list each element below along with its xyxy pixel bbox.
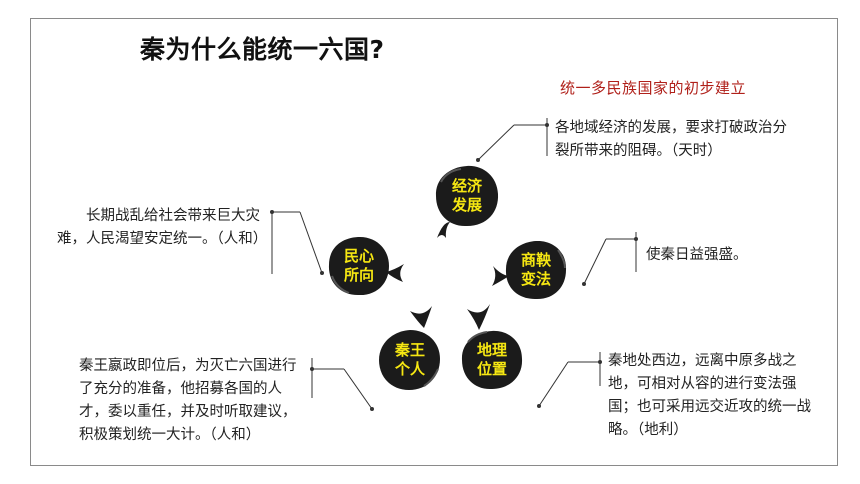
text-economy: 各地域经济的发展，要求打破政治分裂所带来的阻碍。（天时） <box>555 120 787 159</box>
ink-blob-icon <box>379 330 440 390</box>
subtitle: 统一多民族国家的初步建立 <box>560 79 747 97</box>
arrow-chevron-icon <box>467 304 490 330</box>
arrow-chevron-icon <box>410 306 432 328</box>
text-people: 长期战乱给社会带来巨大灾难，人民渴望安定统一。（人和） <box>57 208 268 247</box>
node-people: 民心 所向 <box>323 232 395 300</box>
ink-blob-icon <box>435 165 499 227</box>
text-geography: 秦地处西边，远离中原多战之地，可相对从容的进行变法强国；也可采用远交近攻的统一战… <box>608 353 811 438</box>
node-reform: 商鞅 变法 <box>500 236 572 304</box>
node-economy: 经济 发展 <box>431 162 503 230</box>
node-label-king: 秦王 个人 <box>394 341 425 378</box>
ink-blob-icon <box>505 240 567 300</box>
node-label-economy: 经济 发展 <box>451 177 482 214</box>
node-label-people: 民心 所向 <box>343 247 374 284</box>
arrow-chevron-icon <box>386 264 404 282</box>
text-reform: 使秦日益强盛。 <box>646 247 748 263</box>
node-king: 秦王 个人 <box>374 326 446 394</box>
page-title: 秦为什么能统一六国? <box>140 35 385 64</box>
node-label-geography: 地理 位置 <box>476 341 507 378</box>
arrow-chevron-icon <box>492 266 509 286</box>
arrow-chevron-icon <box>437 222 450 238</box>
node-label-reform: 商鞅 变法 <box>520 251 551 288</box>
node-geography: 地理 位置 <box>456 326 528 394</box>
ink-blob-icon <box>328 236 389 296</box>
text-king: 秦王嬴政即位后，为灭亡六国进行了充分的准备，他招募各国的人才，委以重任，并及时听… <box>79 358 297 443</box>
ink-blob-icon <box>461 330 523 390</box>
slide-frame <box>30 18 838 466</box>
